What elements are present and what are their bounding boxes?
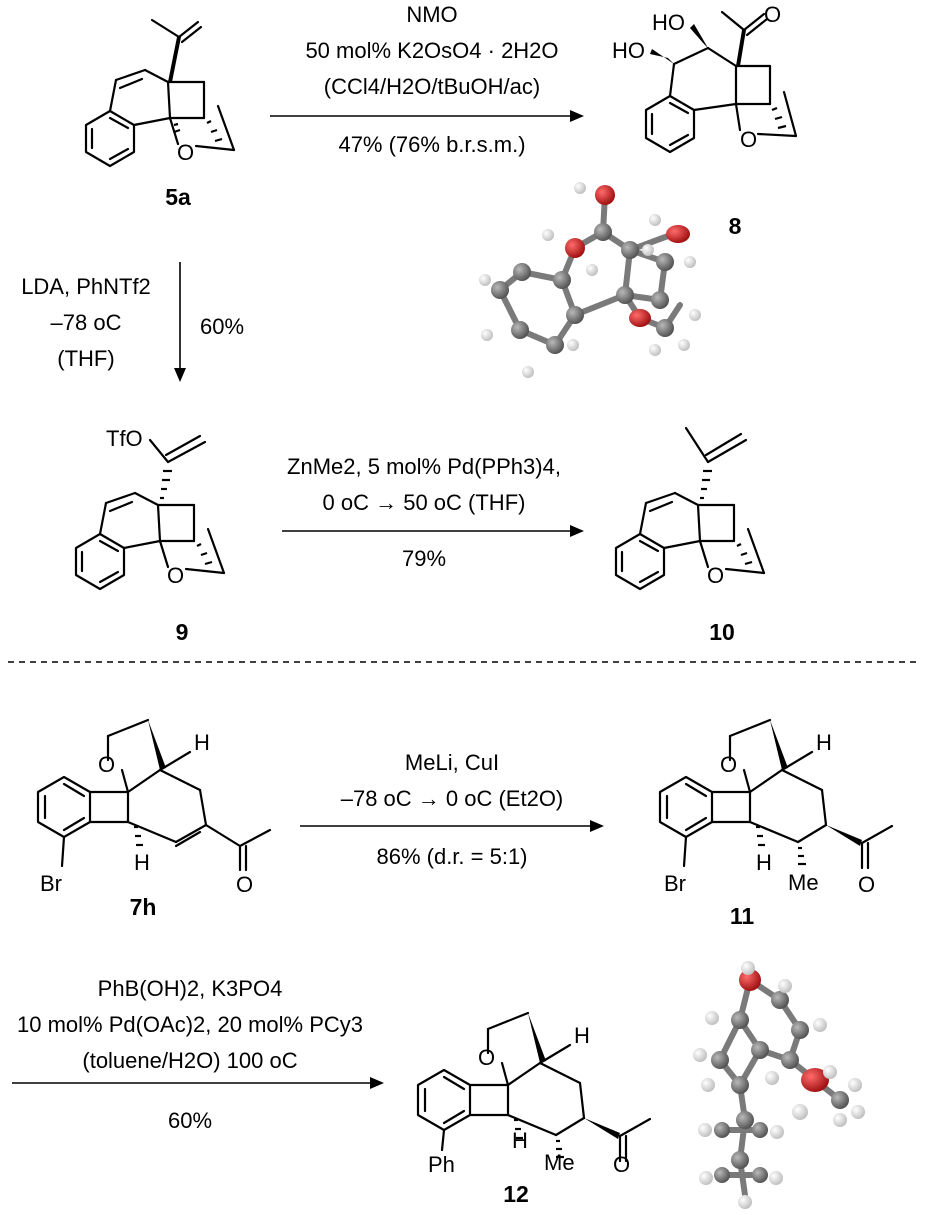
- atom-label: Me: [788, 870, 819, 895]
- reaction-2: LDA, PhNTf2 –78 oC (THF) 60%: [21, 262, 244, 382]
- reaction-5: PhB(OH)2, K3PO4 10 mol% Pd(OAc)2, 20 mol…: [12, 976, 384, 1133]
- atom-label: O: [764, 2, 781, 27]
- condition-catalyst: 50 mol% K2OsO4 · 2H2O: [305, 38, 558, 63]
- xray-structure-8: [479, 182, 701, 378]
- atom-label: O: [98, 752, 115, 777]
- atom-label: H: [574, 1023, 590, 1048]
- atom-label: HO: [652, 10, 685, 35]
- condition-reagent: ZnMe2, 5 mol% Pd(PPh3)4,: [287, 454, 561, 479]
- atom-label: HO: [612, 38, 645, 63]
- reaction-3: ZnMe2, 5 mol% Pd(PPh3)4, 0 oC → 50 oC (T…: [282, 454, 584, 571]
- reaction-1: NMO 50 mol% K2OsO4 · 2H2O (CCl4/H2O/tBuO…: [270, 2, 584, 157]
- condition-yield: 60%: [200, 314, 244, 339]
- condition-yield: 86% (d.r. = 5:1): [376, 844, 527, 869]
- atom-label: O: [740, 127, 757, 152]
- atom-label: O: [707, 563, 724, 588]
- structure-8: O HO HO O 8: [612, 2, 798, 239]
- atom-label: H: [756, 850, 772, 875]
- condition-solvent: (toluene/H2O) 100 oC: [82, 1048, 297, 1073]
- atom-label: TfO: [106, 426, 143, 451]
- condition-yield: 60%: [168, 1108, 212, 1133]
- xray-structure-12: [693, 961, 865, 1209]
- condition-temperature: 0 oC → 50 oC (THF): [323, 490, 526, 515]
- condition-temperature: –78 oC: [51, 310, 122, 335]
- condition-reagent: NMO: [406, 2, 457, 27]
- condition-catalyst: 10 mol% Pd(OAc)2, 20 mol% PCy3: [17, 1012, 363, 1037]
- structure-11: O H H Me O Br 11: [658, 718, 894, 929]
- atom-label: O: [177, 140, 194, 165]
- atom-label: H: [134, 850, 150, 875]
- atom-label: Br: [40, 871, 62, 896]
- compound-label-12: 12: [503, 1181, 529, 1207]
- atom-label: O: [858, 872, 875, 897]
- compound-label-7h: 7h: [130, 894, 157, 920]
- compound-label-8: 8: [729, 213, 742, 239]
- atom-label: O: [720, 752, 737, 777]
- condition-reagent: PhB(OH)2, K3PO4: [98, 976, 283, 1001]
- compound-label-5a: 5a: [165, 184, 191, 210]
- structure-12: O H H Me O Ph 12: [416, 1011, 652, 1207]
- atom-label: O: [478, 1045, 495, 1070]
- atom-label: Ph: [428, 1152, 455, 1177]
- atom-label: H: [512, 1128, 528, 1153]
- atom-label: H: [816, 730, 832, 755]
- atom-label: Me: [544, 1150, 575, 1175]
- condition-yield: 79%: [402, 546, 446, 571]
- compound-label-10: 10: [709, 619, 735, 645]
- condition-yield: 47% (76% b.r.s.m.): [338, 132, 525, 157]
- condition-solvent: (THF): [57, 346, 114, 371]
- structure-9: O TfO 9: [74, 426, 226, 645]
- atom-label: H: [194, 730, 210, 755]
- condition-reagent: LDA, PhNTf2: [21, 274, 151, 299]
- condition-temperature: –78 oC → 0 oC (Et2O): [341, 786, 564, 811]
- atom-label: O: [613, 1152, 630, 1177]
- compound-label-11: 11: [730, 903, 755, 929]
- structure-10: O 10: [614, 426, 766, 645]
- reaction-4: MeLi, CuI –78 oC → 0 oC (Et2O) 86% (d.r.…: [300, 750, 604, 869]
- compound-label-9: 9: [176, 619, 189, 645]
- atom-label: O: [236, 872, 253, 897]
- structure-5a: O 5a: [84, 18, 236, 210]
- atom-label: O: [167, 563, 184, 588]
- condition-solvent: (CCl4/H2O/tBuOH/ac): [324, 74, 540, 99]
- structure-7h: O H H O Br 7h: [36, 718, 272, 920]
- condition-reagent: MeLi, CuI: [405, 750, 499, 775]
- atom-label: Br: [664, 871, 686, 896]
